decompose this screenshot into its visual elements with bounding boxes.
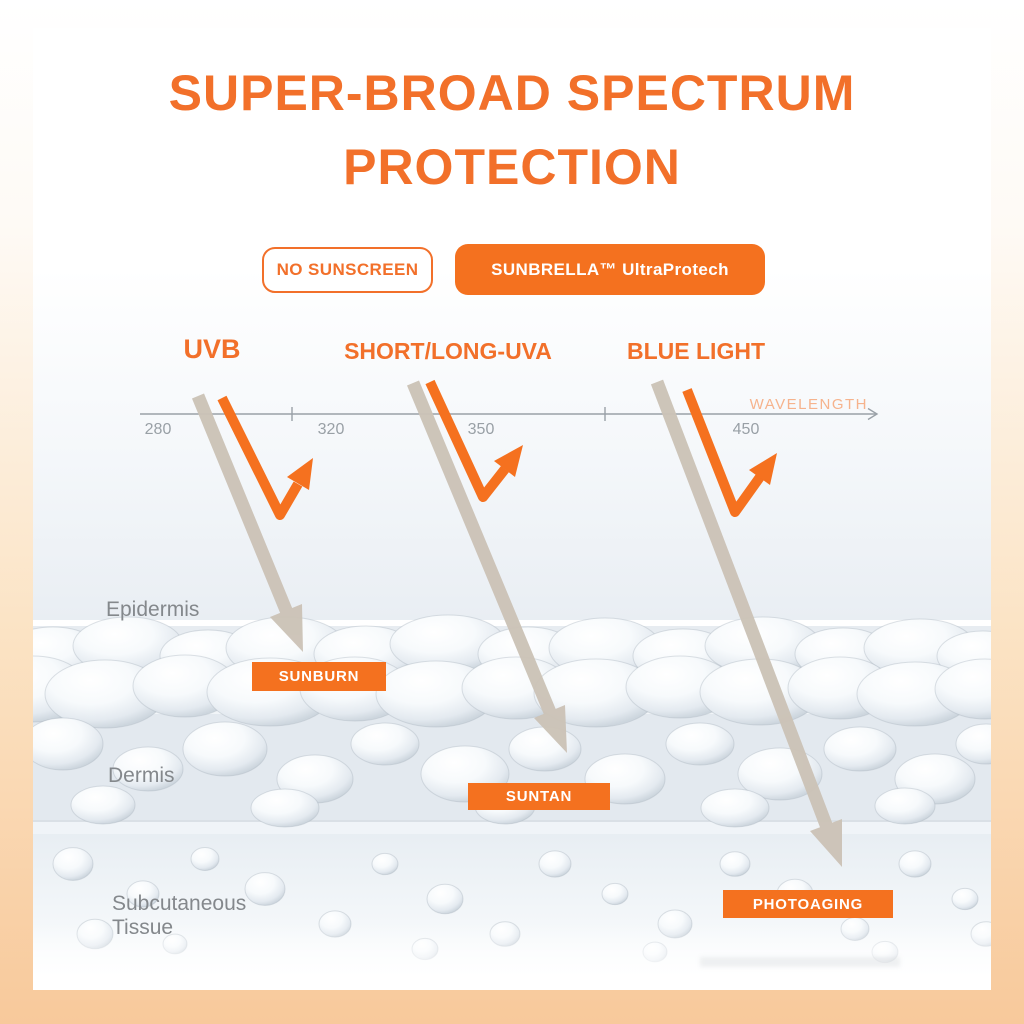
wavelength-axis-title: WAVELENGTH (749, 396, 868, 413)
tick-label-450: 450 (732, 421, 760, 438)
page-title: SUPER-BROAD SPECTRUM PROTECTION (0, 56, 1024, 204)
no-sunscreen-button[interactable]: NO SUNSCREEN (262, 247, 433, 293)
title-line-1: SUPER-BROAD SPECTRUM (168, 65, 856, 121)
subcutaneous-tissue-label: Subcutaneous Tissue (112, 892, 247, 939)
uvb-label: UVB (183, 334, 241, 364)
tick-label-350: 350 (467, 421, 495, 438)
suntan-badge: SUNTAN (468, 783, 610, 810)
tick-label-320: 320 (317, 421, 345, 438)
tick-label-280: 280 (144, 421, 172, 438)
faded-watermark (700, 957, 900, 967)
sunbrella-product-button[interactable]: SUNBRELLA™ UltraProtech (455, 244, 765, 295)
short-long-uva-label: SHORT/LONG-UVA (344, 338, 552, 364)
dermis-label: Dermis (108, 764, 175, 787)
blue-light-label: BLUE LIGHT (627, 338, 765, 364)
photoaging-badge: PHOTOAGING (723, 890, 893, 918)
sunburn-badge: SUNBURN (252, 662, 386, 691)
title-line-2: PROTECTION (343, 139, 681, 195)
epidermis-label: Epidermis (106, 598, 200, 621)
sky-gradient-background (33, 268, 991, 620)
